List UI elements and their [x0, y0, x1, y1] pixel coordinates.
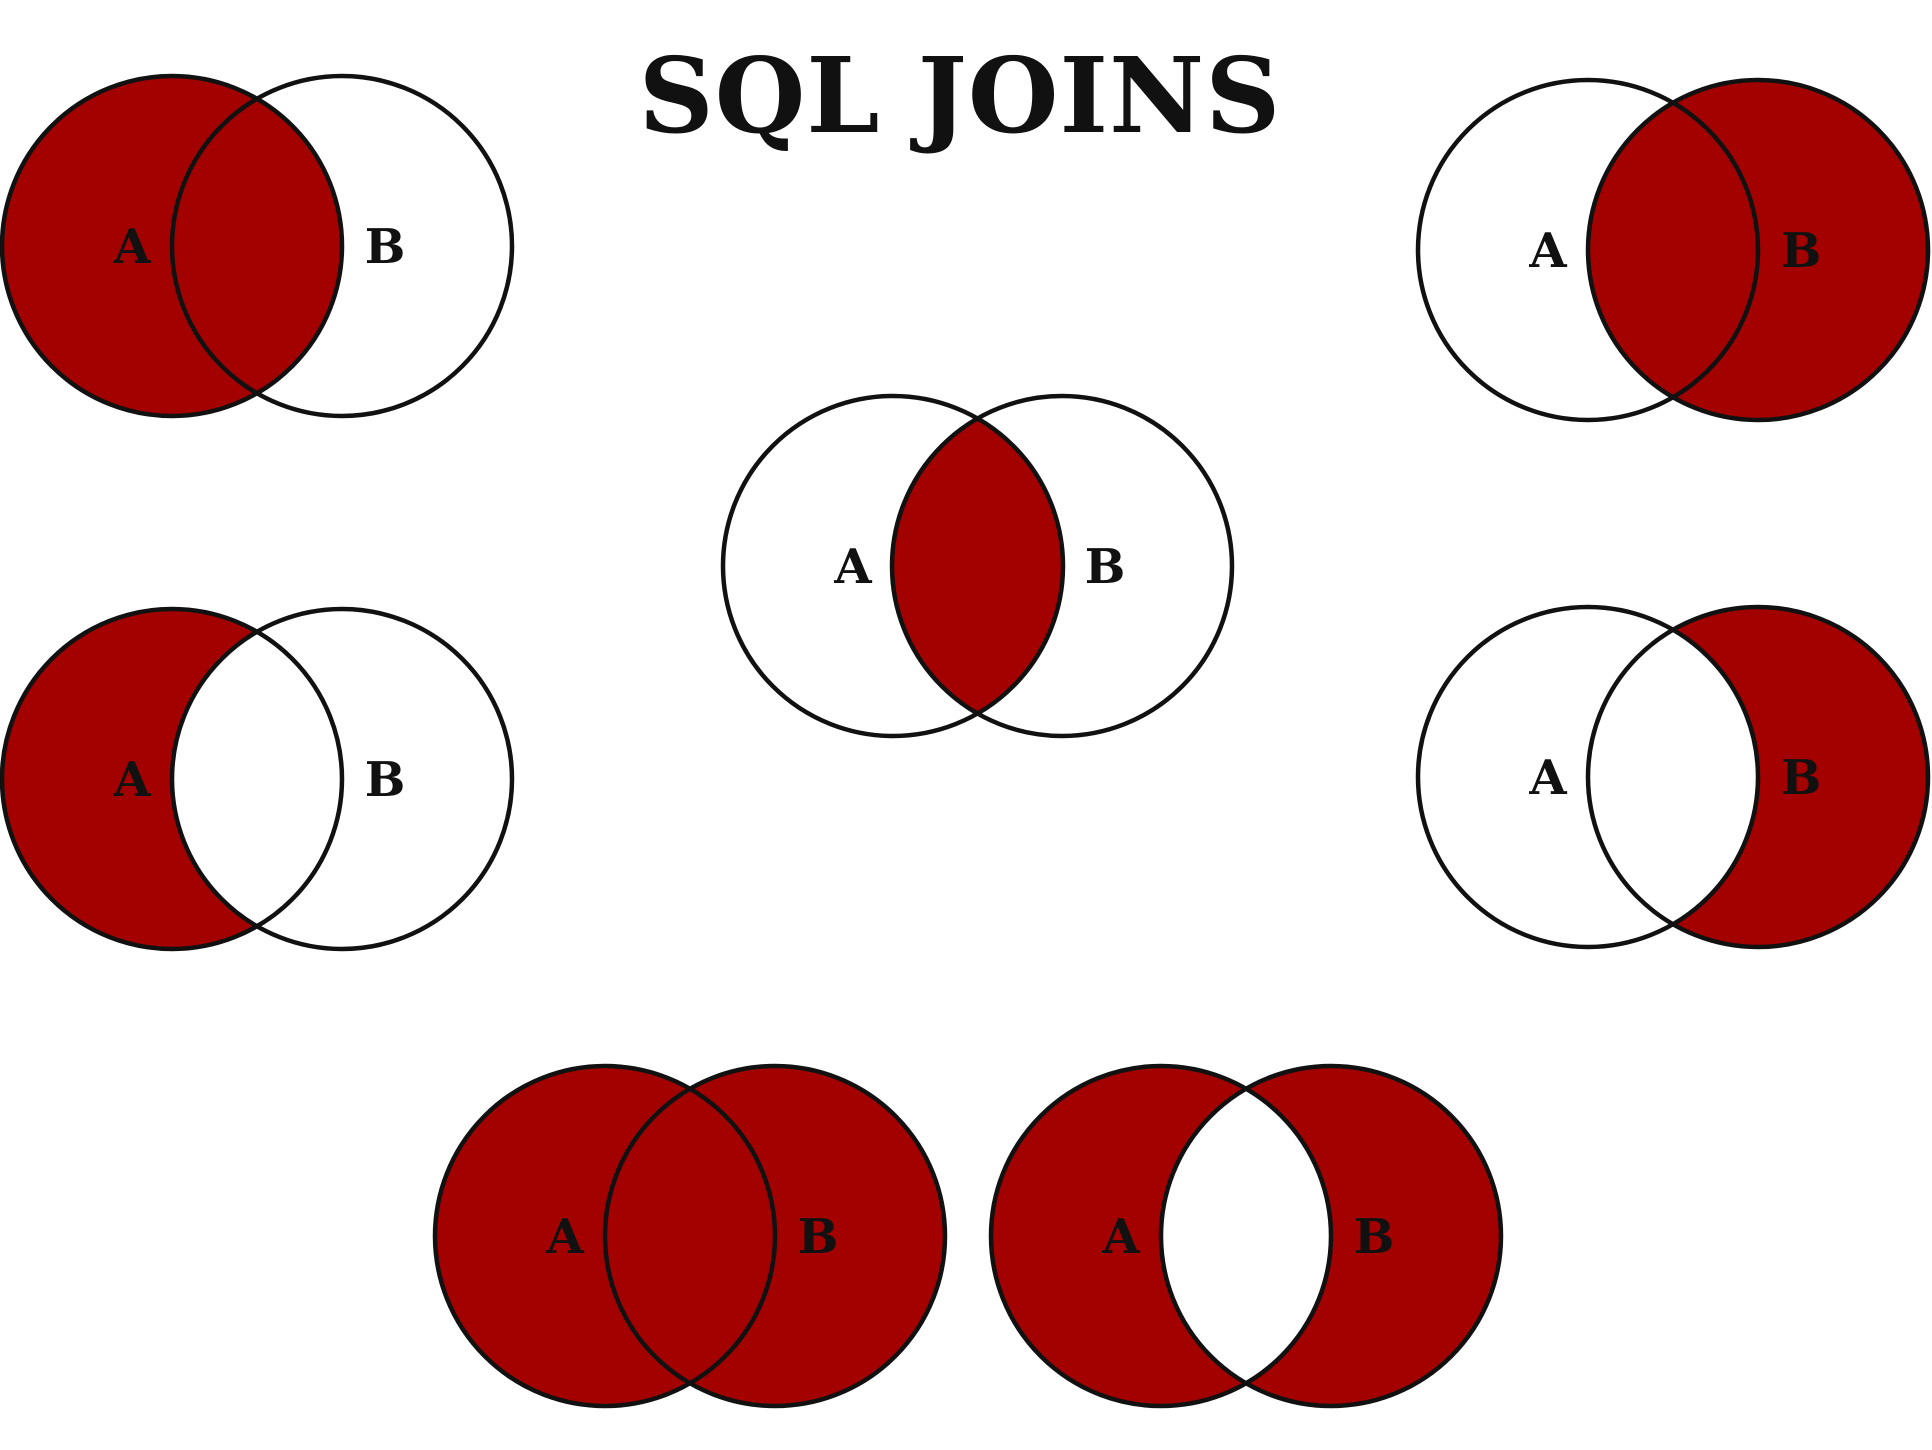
circle-b	[1585, 77, 1931, 423]
circle-a	[988, 1063, 1334, 1409]
label-b: B	[365, 752, 406, 808]
label-b: B	[1085, 539, 1126, 595]
circle-b	[602, 1063, 948, 1409]
circle-b	[169, 606, 515, 952]
circle-b	[169, 73, 515, 419]
label-a: A	[112, 752, 151, 808]
circle-a	[720, 393, 1066, 739]
label-a: A	[1101, 1209, 1140, 1265]
circle-b	[1158, 1063, 1504, 1409]
label-b: B	[365, 219, 406, 275]
label-a: A	[833, 539, 872, 595]
shaded-region-intersection	[172, 98, 342, 394]
label-b: B	[798, 1209, 839, 1265]
page-title: SQL JOINS	[639, 34, 1282, 157]
circle-b	[889, 393, 1235, 739]
label-b: B	[1781, 750, 1822, 806]
circle-a	[1415, 77, 1761, 423]
label-b: B	[1354, 1209, 1395, 1265]
label-a: A	[112, 219, 151, 275]
shaded-region-intersection	[1588, 102, 1758, 398]
circle-a	[0, 606, 345, 952]
label-a: A	[545, 1209, 584, 1265]
circle-a	[1415, 604, 1761, 950]
label-b: B	[1781, 223, 1822, 279]
shaded-region-intersection	[604, 1088, 776, 1384]
circle-a	[432, 1063, 778, 1409]
label-a: A	[1528, 223, 1567, 279]
label-a: A	[1528, 750, 1567, 806]
circle-a	[0, 73, 345, 419]
circle-b	[1585, 604, 1931, 950]
shaded-region-intersection	[892, 418, 1063, 714]
